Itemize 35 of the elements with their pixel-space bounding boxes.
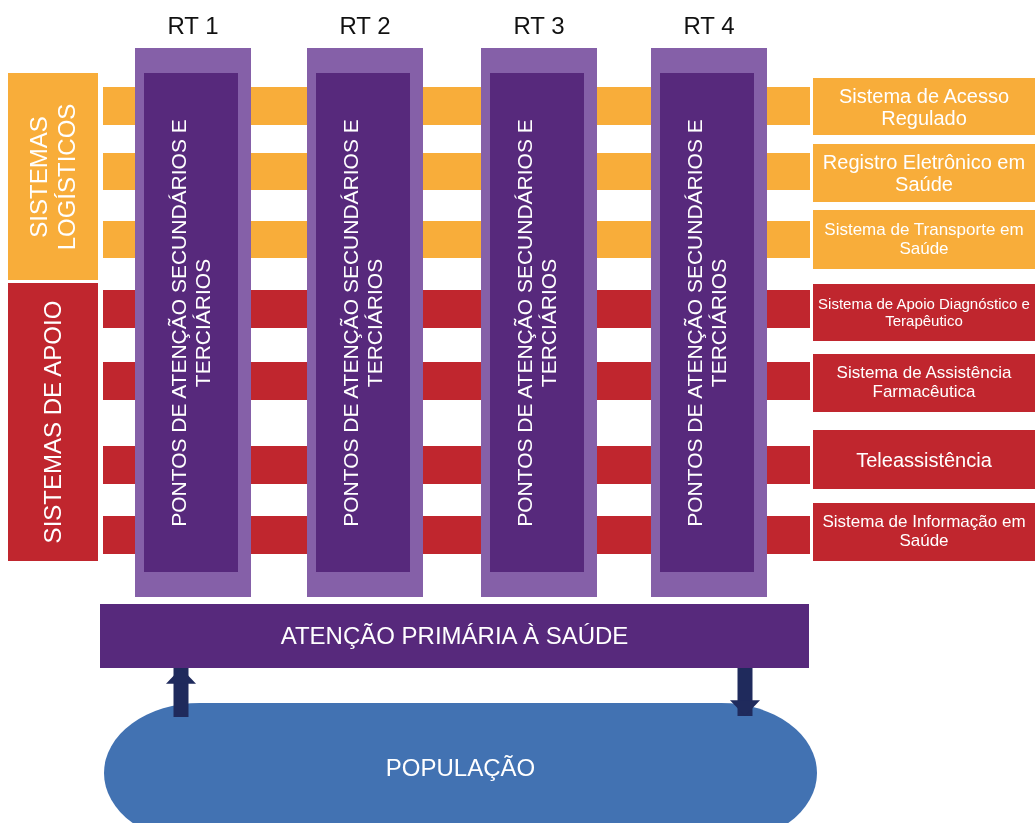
primary-care-bar xyxy=(100,604,809,668)
system-box xyxy=(813,354,1035,412)
column-heading: RT 2 xyxy=(338,12,392,40)
box-label: POPULAÇÃO xyxy=(384,755,537,782)
box-label: Sistema de Apoio Diagnóstico e Terapêutico xyxy=(817,296,1031,329)
side-panel xyxy=(8,73,98,280)
box-label: Sistema de Transporte em Saúde xyxy=(823,220,1025,259)
box-label: Sistema de Informação em Saúde xyxy=(821,513,1027,551)
service-column xyxy=(316,73,410,572)
system-box xyxy=(813,78,1035,135)
side-panel xyxy=(8,283,98,561)
block-arrow xyxy=(730,668,760,716)
box-label: Sistema de Assistência Farmacêutica xyxy=(835,364,1013,402)
system-box xyxy=(813,503,1035,561)
box-label: Sistema de Acesso Regulado xyxy=(837,84,1011,129)
service-column xyxy=(660,73,754,572)
column-heading: RT 4 xyxy=(682,12,736,40)
vertical-label: SISTEMAS DE APOIO xyxy=(39,299,67,546)
vertical-label: PONTOS DE ATENÇÃO SECUNDÁRIOS E TERCIÁRIOS xyxy=(338,117,387,529)
system-box xyxy=(813,210,1035,269)
box-label: Teleassistência xyxy=(855,448,993,471)
service-column xyxy=(144,73,238,572)
vertical-label: PONTOS DE ATENÇÃO SECUNDÁRIOS E TERCIÁRIOS xyxy=(682,117,731,529)
service-column xyxy=(490,73,584,572)
system-box xyxy=(813,430,1035,489)
system-box xyxy=(813,144,1035,202)
column-heading: RT 3 xyxy=(512,12,566,40)
box-label: Registro Eletrônico em Saúde xyxy=(821,151,1027,195)
vertical-label: PONTOS DE ATENÇÃO SECUNDÁRIOS E TERCIÁRIOS xyxy=(512,117,561,529)
system-box xyxy=(813,284,1035,341)
box-label: ATENÇÃO PRIMÁRIA À SAÚDE xyxy=(279,622,630,650)
vertical-label: PONTOS DE ATENÇÃO SECUNDÁRIOS E TERCIÁRIOS xyxy=(166,117,215,529)
column-heading: RT 1 xyxy=(166,12,220,40)
vertical-label: SISTEMAS LOGÍSTICOS xyxy=(25,102,81,252)
block-arrow xyxy=(166,668,196,717)
